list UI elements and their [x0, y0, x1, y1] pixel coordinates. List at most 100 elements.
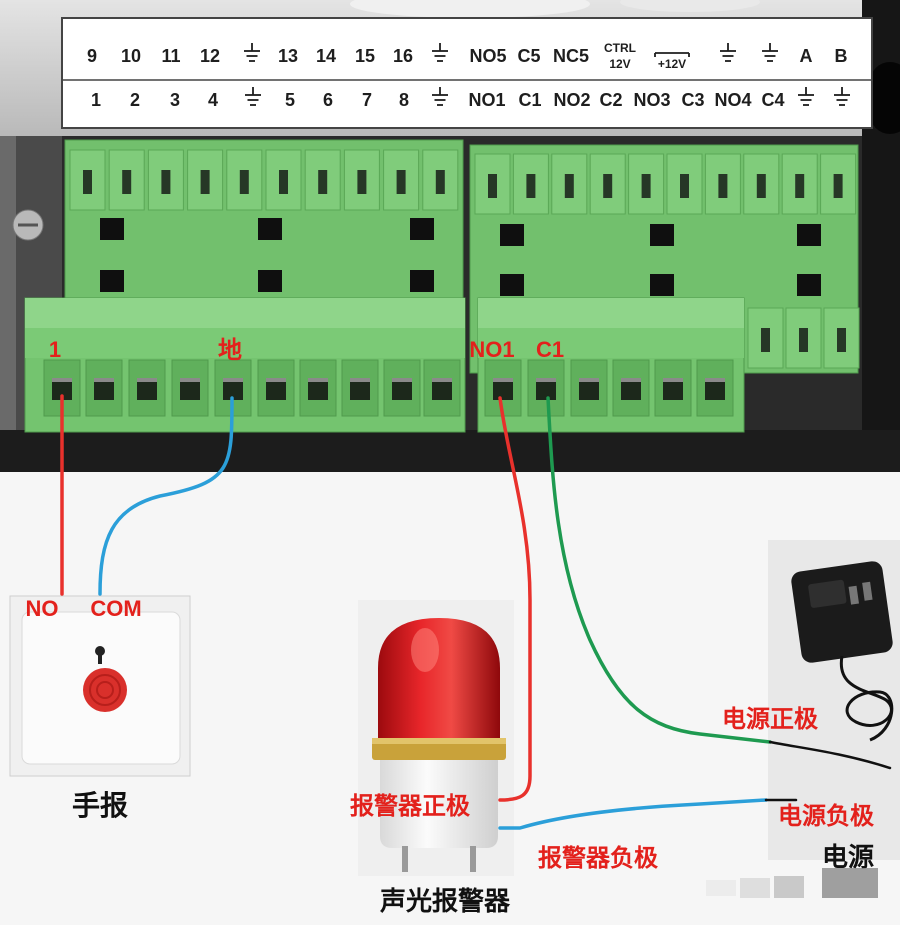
terminal-label: B	[835, 46, 848, 66]
header-pin	[743, 153, 780, 215]
header-pin	[226, 149, 263, 211]
screw-terminal-slot	[654, 359, 692, 417]
svg-text:CTRL: CTRL	[604, 41, 636, 55]
terminal-label: 6	[323, 90, 333, 110]
header-pin	[820, 153, 857, 215]
terminal-label: 13	[278, 46, 298, 66]
screw-terminal-slot	[612, 359, 650, 417]
ground-icon	[720, 43, 736, 62]
terminal-label: C1	[518, 90, 541, 110]
screw-terminal-slot	[696, 359, 734, 417]
terminal-label: C3	[681, 90, 704, 110]
annotation-c1: C1	[536, 337, 564, 362]
header-pin	[551, 153, 588, 215]
terminal-label: 10	[121, 46, 141, 66]
screw-terminal-slot	[527, 359, 565, 417]
terminal-label: 5	[285, 90, 295, 110]
ground-icon	[432, 87, 448, 106]
terminal-label: 7	[362, 90, 372, 110]
screw-terminal-slot	[484, 359, 522, 417]
dc-line-icon	[654, 52, 690, 57]
panel-knob	[870, 62, 900, 134]
header-pin	[781, 153, 818, 215]
screw-terminal-slot	[341, 359, 379, 417]
panic-button-no-label: NO	[26, 596, 59, 621]
power-adapter	[768, 540, 900, 860]
terminal-label-ctrl: CTRL 12V	[604, 41, 636, 71]
header-pin	[187, 149, 224, 211]
ground-icon	[244, 43, 260, 62]
header-pin	[383, 149, 420, 211]
ground-icon	[798, 87, 814, 106]
ground-icon	[245, 87, 261, 106]
terminal-label: 9	[87, 46, 97, 66]
panic-button-caption: 手报	[72, 790, 128, 821]
screw-terminal-slot	[171, 359, 209, 417]
annotations: 1 地 NO1 C1 NO COM 手报 报警器正极 报警器负极 声光报警器 电…	[26, 337, 875, 916]
panic-button	[9, 595, 191, 777]
watermark-blur	[706, 868, 878, 898]
header-pin	[304, 149, 341, 211]
alarm-button-icon	[83, 668, 127, 712]
terminal-label: C5	[517, 46, 540, 66]
annotation-no1: NO1	[469, 337, 514, 362]
annotation-input-1: 1	[49, 337, 61, 362]
wire-blue-negative	[498, 798, 768, 830]
wires	[60, 394, 892, 830]
header-pin	[589, 153, 626, 215]
screw-terminal-slot	[257, 359, 295, 417]
power-caption: 电源	[822, 842, 874, 872]
wire-green-c1	[546, 396, 772, 744]
panic-button-com-label: COM	[90, 596, 141, 621]
header-pin	[704, 153, 741, 215]
screw-icon	[12, 209, 44, 241]
ground-icon	[834, 87, 850, 106]
terminal-label: 1	[91, 90, 101, 110]
header-pin	[785, 307, 822, 369]
terminal-label: NC5	[553, 46, 589, 66]
terminal-label: NO5	[469, 46, 506, 66]
screw-terminal-slot	[128, 359, 166, 417]
terminal-label: NO3	[633, 90, 670, 110]
header-pin	[747, 307, 784, 369]
screw-terminal-slot	[383, 359, 421, 417]
header-pin	[343, 149, 380, 211]
terminal-label: 11	[161, 46, 180, 66]
screw-terminal-slot	[570, 359, 608, 417]
terminal-label: C4	[761, 90, 784, 110]
wire-blue-ground	[98, 396, 234, 596]
header-pin	[265, 149, 302, 211]
ground-icon	[762, 43, 778, 62]
svg-text:12V: 12V	[609, 57, 630, 71]
terminal-label: 16	[393, 46, 413, 66]
header-pin	[69, 149, 106, 211]
terminal-label: NO4	[714, 90, 751, 110]
keyhole-icon	[95, 646, 105, 664]
siren-caption: 声光报警器	[380, 886, 511, 916]
terminal-label: C2	[599, 90, 622, 110]
header-pin	[823, 307, 860, 369]
screw-terminal-slot	[299, 359, 337, 417]
power-negative-label: 电源负极	[778, 803, 874, 830]
adapter-cord-positive	[768, 740, 892, 770]
header-pin	[422, 149, 459, 211]
annotation-ground: 地	[218, 337, 242, 364]
wire-red-no1	[498, 396, 532, 802]
screw-terminal-slot	[423, 359, 461, 417]
terminal-label: 12	[200, 46, 220, 66]
svg-text:+12V: +12V	[658, 57, 686, 71]
header-pin	[147, 149, 184, 211]
terminal-label: NO1	[468, 90, 505, 110]
header-pin	[666, 153, 703, 215]
terminal-label: 8	[399, 90, 409, 110]
terminal-label: 2	[130, 90, 140, 110]
terminal-label: 14	[316, 46, 336, 66]
terminal-label: NO2	[553, 90, 590, 110]
header-pin	[628, 153, 665, 215]
terminal-label: 4	[208, 90, 218, 110]
screw-terminal-slot	[85, 359, 123, 417]
terminal-label: 15	[355, 46, 375, 66]
